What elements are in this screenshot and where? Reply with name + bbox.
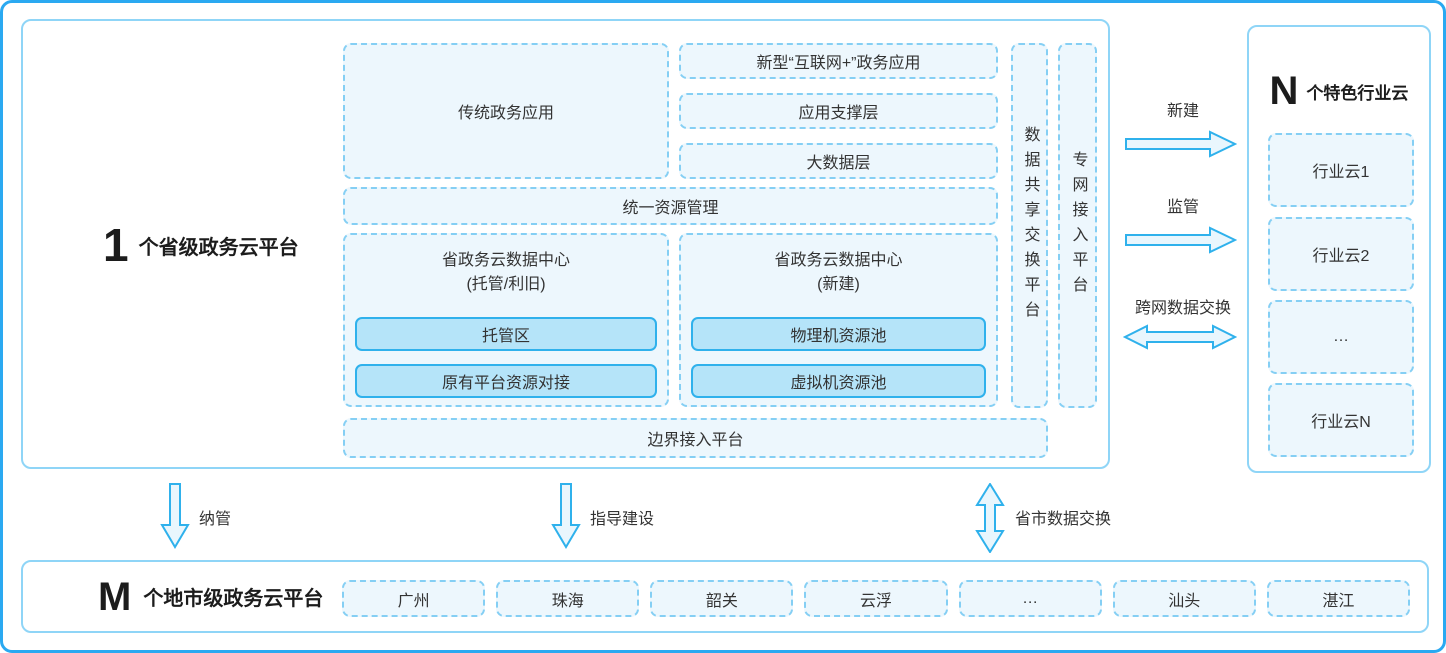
- flow-label-manage: 纳管: [199, 511, 232, 528]
- city-label-shaoguan: 韶关: [705, 592, 738, 610]
- city-box-yunfu: 云浮: [804, 580, 948, 617]
- legacy-platform-box: 原有平台资源对接: [355, 364, 657, 398]
- flow-label-create-new: 新建: [1166, 103, 1199, 120]
- industry-cloud-2-box: 行业云2: [1268, 217, 1414, 291]
- industry-cloud-2-label: 行业云2: [1312, 248, 1370, 265]
- hosting-zone-box: 托管区: [355, 317, 657, 351]
- industry-panel-title: N 个特色行业云: [1249, 71, 1429, 111]
- city-label-zhuhai: 珠海: [551, 592, 584, 610]
- province-title-text: 个省级政务云平台: [138, 236, 299, 259]
- unified-resource-label: 统一资源管理: [622, 200, 719, 217]
- industry-clouds-panel: N 个特色行业云 行业云1 行业云2 … 行业云N: [1247, 25, 1431, 473]
- arrow-right-icon: [1125, 130, 1237, 158]
- city-label-guangzhou: 广州: [397, 592, 430, 610]
- industry-cloud-1-label: 行业云1: [1312, 164, 1370, 181]
- data-exchange-column-label: 数据共享交换平台: [1021, 125, 1039, 326]
- industry-cloud-n-label: 行业云N: [1311, 414, 1371, 431]
- city-label-zhanjiang: 湛江: [1322, 592, 1355, 610]
- private-network-column-label: 专网接入平台: [1069, 150, 1087, 301]
- city-box-ellipsis: …: [958, 580, 1102, 617]
- virtual-pool-box: 虚拟机资源池: [691, 364, 986, 398]
- flow-label-cross-network: 跨网数据交换: [1134, 300, 1231, 317]
- flow-label-supervise: 监管: [1166, 199, 1199, 216]
- internet-plus-apps-label: 新型“互联网+”政务应用: [756, 55, 921, 72]
- industry-count: N: [1269, 69, 1299, 113]
- city-box-zhuhai: 珠海: [496, 580, 640, 617]
- arrow-down-icon: [160, 483, 190, 549]
- private-network-column: 专网接入平台: [1058, 43, 1097, 408]
- datacenter-hosted-title: 省政务云数据中心 (托管/利旧): [345, 249, 667, 297]
- flow-label-guide-construction: 指导建设: [590, 511, 655, 528]
- city-box-guangzhou: 广州: [342, 580, 486, 617]
- datacenter-hosted-box: 省政务云数据中心 (托管/利旧) 托管区 原有平台资源对接: [343, 233, 669, 407]
- traditional-apps-label: 传统政务应用: [457, 105, 554, 122]
- arrow-down-icon: [551, 483, 581, 549]
- province-panel-title: 1 个省级政务云平台: [103, 222, 299, 268]
- datacenter-hosted-title-line2: (托管/利旧): [466, 276, 546, 293]
- industry-cloud-ellipsis-label: …: [1333, 328, 1349, 345]
- app-support-layer-label: 应用支撑层: [798, 105, 879, 122]
- big-data-layer-label: 大数据层: [806, 155, 871, 172]
- data-exchange-column: 数据共享交换平台: [1011, 43, 1048, 408]
- industry-cloud-ellipsis-box: …: [1268, 300, 1414, 374]
- datacenter-new-box: 省政务云数据中心 (新建) 物理机资源池 虚拟机资源池: [679, 233, 998, 407]
- city-box-shaoguan: 韶关: [650, 580, 794, 617]
- traditional-apps-box: 传统政务应用: [343, 43, 669, 179]
- flow-label-province-city-exchange: 省市数据交换: [1015, 511, 1112, 528]
- arrow-double-vertical-icon: [975, 483, 1005, 553]
- city-box-zhanjiang: 湛江: [1266, 580, 1410, 617]
- app-support-layer-box: 应用支撑层: [679, 93, 998, 129]
- legacy-platform-label: 原有平台资源对接: [441, 375, 570, 392]
- unified-resource-box: 统一资源管理: [343, 187, 998, 225]
- datacenter-new-title-line1: 省政务云数据中心: [774, 252, 903, 269]
- arrow-double-horizontal-icon: [1123, 324, 1237, 350]
- city-label-yunfu: 云浮: [859, 592, 892, 610]
- city-clouds-panel: M 个地市级政务云平台 广州 珠海 韶关 云浮 … 汕头 湛江: [21, 560, 1429, 633]
- city-label-shantou: 汕头: [1168, 592, 1201, 610]
- city-title-text: 个地市级政务云平台: [143, 588, 324, 610]
- city-count: M: [98, 574, 132, 619]
- industry-cloud-1-box: 行业云1: [1268, 133, 1414, 207]
- industry-cloud-n-box: 行业云N: [1268, 383, 1414, 457]
- city-panel-title: M 个地市级政务云平台: [98, 562, 323, 631]
- boundary-access-label: 边界接入平台: [647, 432, 744, 449]
- internet-plus-apps-box: 新型“互联网+”政务应用: [679, 43, 998, 79]
- hosting-zone-label: 托管区: [481, 328, 530, 345]
- datacenter-hosted-title-line1: 省政务云数据中心: [441, 252, 570, 269]
- province-cloud-panel: 1 个省级政务云平台 传统政务应用 新型“互联网+”政务应用 应用支撑层 大数据…: [21, 19, 1110, 469]
- city-label-ellipsis: …: [1022, 589, 1039, 607]
- city-boxes-row: 广州 珠海 韶关 云浮 … 汕头 湛江: [342, 580, 1410, 617]
- city-box-shantou: 汕头: [1112, 580, 1256, 617]
- physical-pool-box: 物理机资源池: [691, 317, 986, 351]
- industry-title-text: 个特色行业云: [1306, 83, 1409, 103]
- datacenter-new-title: 省政务云数据中心 (新建): [681, 249, 996, 297]
- arrow-right-icon: [1125, 226, 1237, 254]
- datacenter-new-title-line2: (新建): [817, 276, 860, 293]
- boundary-access-box: 边界接入平台: [343, 418, 1048, 458]
- big-data-layer-box: 大数据层: [679, 143, 998, 179]
- province-count: 1: [103, 219, 129, 271]
- physical-pool-label: 物理机资源池: [790, 328, 887, 345]
- virtual-pool-label: 虚拟机资源池: [790, 375, 887, 392]
